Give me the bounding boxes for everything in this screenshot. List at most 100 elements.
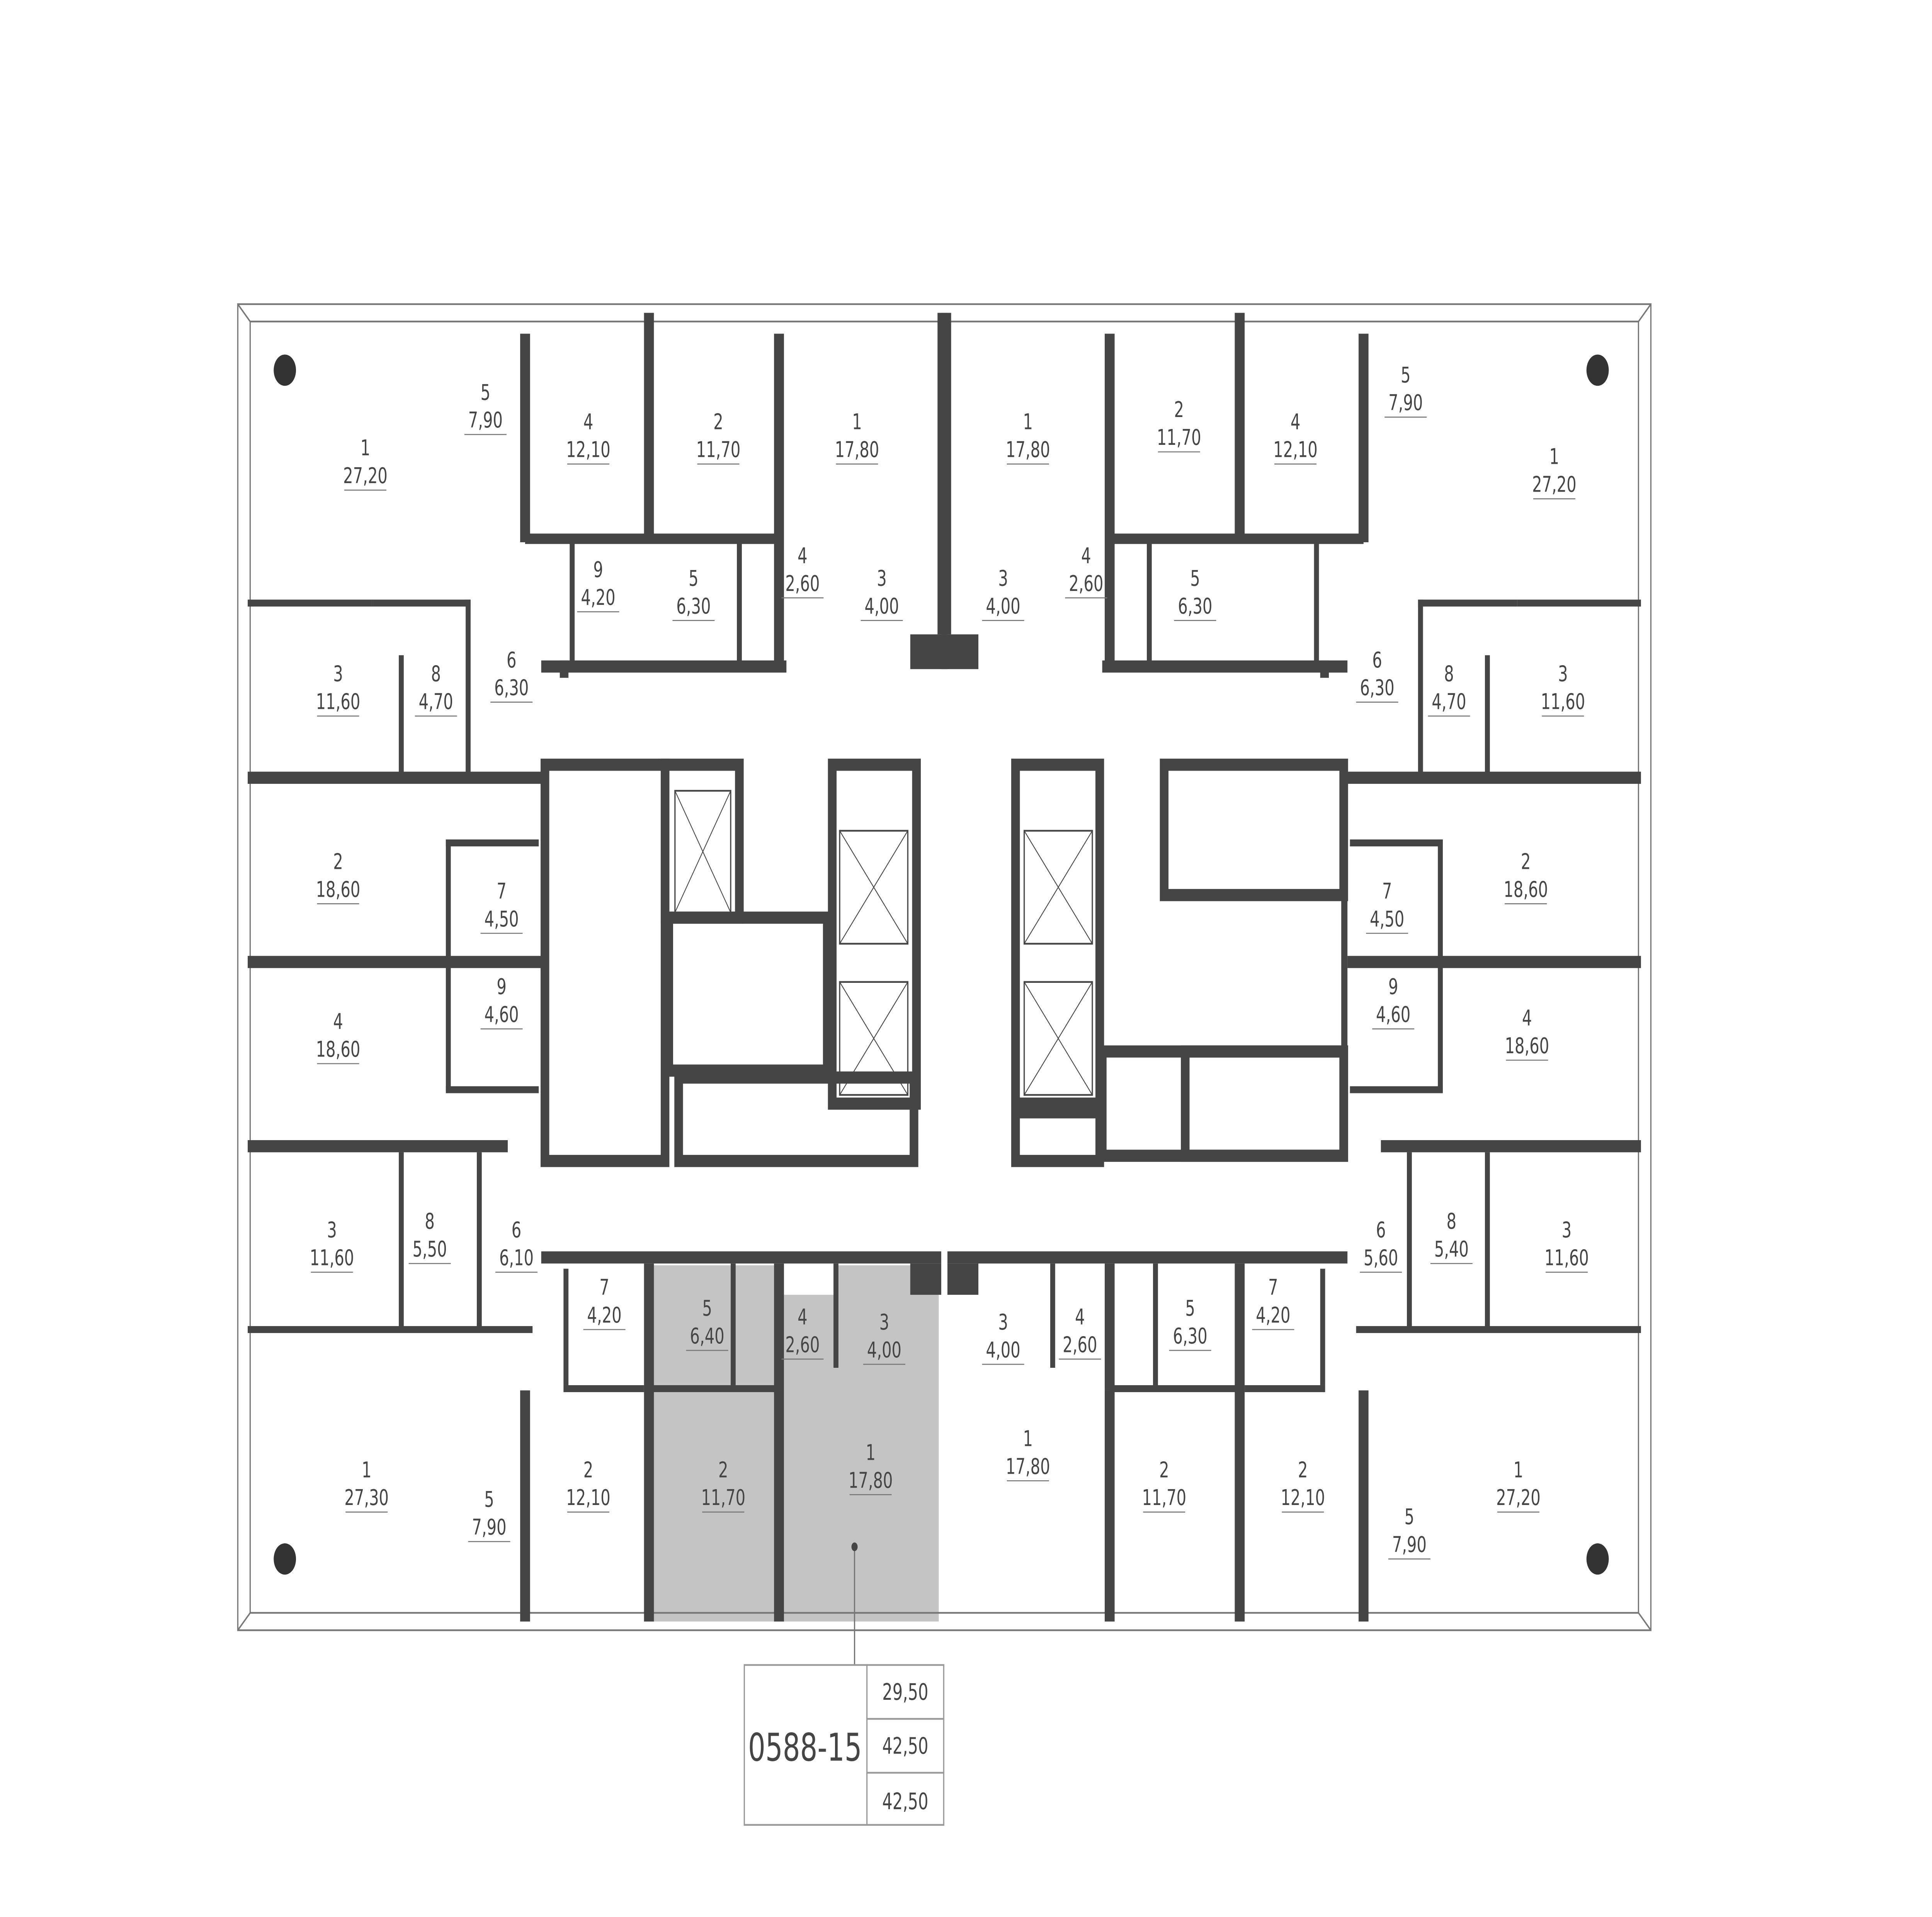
room-area: 6,40 bbox=[690, 1323, 724, 1349]
room-label: 57,90 bbox=[468, 1487, 510, 1542]
wall bbox=[1359, 1390, 1369, 1622]
wall bbox=[648, 1385, 778, 1392]
elevator-icon bbox=[1024, 830, 1093, 945]
room-area: 27,30 bbox=[344, 1485, 389, 1510]
room-number: 7 bbox=[1382, 878, 1392, 904]
room-number: 7 bbox=[497, 878, 506, 904]
wall bbox=[1102, 660, 1348, 673]
room-label: 56,30 bbox=[1174, 566, 1216, 621]
room-label: 311,60 bbox=[1544, 1217, 1589, 1273]
column bbox=[274, 354, 296, 386]
room-area: 6,30 bbox=[1173, 1323, 1208, 1349]
room-label: 84,70 bbox=[415, 661, 457, 717]
room-number: 3 bbox=[998, 566, 1008, 591]
room-label: 42,60 bbox=[781, 543, 824, 599]
wall bbox=[399, 655, 404, 774]
room-number: 3 bbox=[1558, 661, 1568, 687]
room-number: 5 bbox=[481, 380, 490, 405]
wall bbox=[248, 1140, 508, 1153]
room-area: 4,50 bbox=[484, 906, 519, 932]
wall bbox=[644, 313, 654, 543]
columns bbox=[274, 354, 1609, 1575]
room-label: 57,90 bbox=[1388, 1504, 1430, 1560]
wall bbox=[1356, 1326, 1641, 1333]
wall bbox=[1104, 334, 1115, 667]
room-label: 34,00 bbox=[982, 1309, 1024, 1365]
room-label: 94,60 bbox=[480, 974, 523, 1030]
room-label: 34,00 bbox=[863, 1309, 905, 1365]
wall bbox=[1111, 533, 1241, 544]
wall bbox=[1517, 599, 1641, 607]
room-label: 127,20 bbox=[1532, 444, 1577, 499]
wall bbox=[1153, 1263, 1158, 1385]
wall bbox=[248, 599, 372, 607]
room-area: 2,60 bbox=[1063, 1332, 1097, 1358]
wall bbox=[1359, 334, 1369, 543]
wall bbox=[1111, 1385, 1241, 1392]
room-label: 74,20 bbox=[583, 1275, 626, 1330]
room-area: 2,60 bbox=[785, 571, 820, 596]
room-area: 4,70 bbox=[419, 689, 453, 715]
room-number: 3 bbox=[879, 1309, 889, 1335]
room-number: 4 bbox=[798, 1304, 807, 1330]
wall bbox=[1350, 1086, 1443, 1093]
room-area: 4,50 bbox=[1370, 906, 1404, 932]
room-number: 3 bbox=[998, 1309, 1008, 1335]
room-number: 2 bbox=[333, 849, 343, 875]
room-number: 2 bbox=[583, 1457, 593, 1483]
core-wall bbox=[1011, 758, 1104, 1110]
room-label: 117,80 bbox=[1006, 1426, 1050, 1481]
wall bbox=[476, 1152, 482, 1330]
room-label: 218,60 bbox=[1503, 849, 1548, 904]
room-area: 17,80 bbox=[835, 437, 879, 463]
core-wall bbox=[828, 758, 921, 1110]
room-number: 1 bbox=[1549, 444, 1559, 470]
room-number: 1 bbox=[361, 435, 370, 461]
room-label: 94,20 bbox=[577, 557, 619, 613]
unit-id: 0588-15 bbox=[748, 1725, 862, 1770]
room-number: 4 bbox=[583, 409, 593, 435]
room-number: 9 bbox=[1388, 974, 1398, 999]
wall bbox=[1438, 839, 1443, 1092]
room-label: 56,30 bbox=[1169, 1296, 1211, 1351]
core-wall bbox=[674, 1071, 918, 1167]
area-value-2: 42,50 bbox=[882, 1733, 928, 1759]
room-label: 218,60 bbox=[316, 849, 360, 904]
room-number: 5 bbox=[1405, 1504, 1414, 1530]
elevator-icon bbox=[674, 790, 731, 914]
room-number: 4 bbox=[1081, 543, 1091, 569]
wall bbox=[570, 544, 575, 666]
room-number: 2 bbox=[1174, 397, 1184, 422]
room-label: 74,20 bbox=[1252, 1275, 1294, 1330]
room-number: 1 bbox=[852, 409, 862, 435]
wall bbox=[1235, 1263, 1245, 1622]
wall bbox=[1418, 599, 1517, 607]
room-number: 3 bbox=[327, 1217, 337, 1243]
room-area: 27,20 bbox=[343, 463, 388, 489]
room-area: 12,10 bbox=[1273, 437, 1318, 463]
walls bbox=[248, 313, 1641, 1622]
room-area: 4,00 bbox=[867, 1337, 901, 1363]
room-number: 8 bbox=[1447, 1209, 1456, 1234]
wall bbox=[1104, 1263, 1115, 1391]
highlighted-apartment[interactable] bbox=[651, 1265, 939, 1622]
room-area: 7,90 bbox=[468, 407, 503, 433]
wall bbox=[1314, 544, 1319, 666]
room-number: 2 bbox=[1521, 849, 1531, 875]
room-label: 212,10 bbox=[1281, 1457, 1325, 1513]
room-number: 5 bbox=[484, 1487, 494, 1512]
elevator-icon bbox=[1024, 981, 1093, 1096]
room-label: 117,80 bbox=[1006, 409, 1050, 465]
room-number: 5 bbox=[1185, 1296, 1195, 1321]
room-number: 1 bbox=[866, 1440, 875, 1466]
wall bbox=[941, 313, 951, 635]
room-number: 4 bbox=[798, 543, 807, 569]
room-number: 1 bbox=[1023, 1426, 1033, 1452]
room-number: 2 bbox=[1159, 1457, 1169, 1483]
room-number: 4 bbox=[1075, 1304, 1085, 1330]
room-label: 66,10 bbox=[495, 1217, 538, 1273]
room-area: 7,90 bbox=[1392, 1532, 1427, 1558]
room-area: 2,60 bbox=[1069, 571, 1103, 596]
elevator-cross bbox=[839, 981, 908, 1095]
room-label: 127,20 bbox=[343, 435, 388, 491]
